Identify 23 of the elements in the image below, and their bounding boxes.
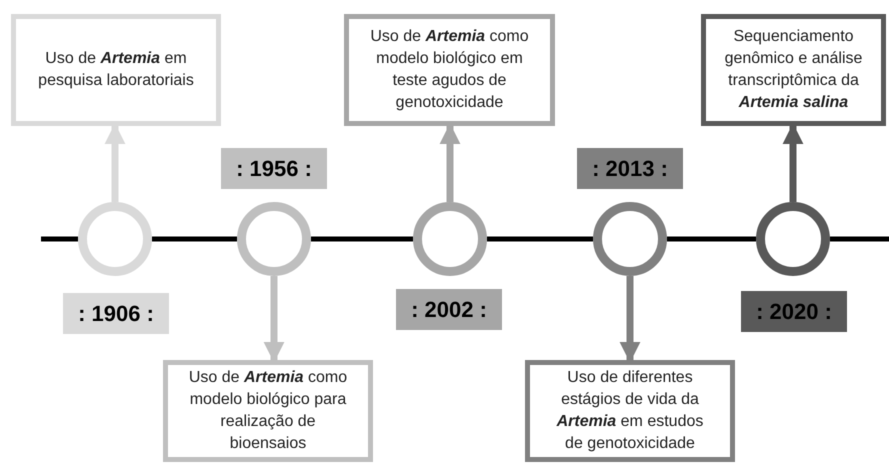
timeline-line <box>667 236 756 242</box>
event-text: Uso de Artemia em pesquisa laboratoriais <box>37 49 195 91</box>
event-text: Uso de Artemia como modelo biológico em teste agudos de genotoxicidade <box>369 27 530 113</box>
event-box <box>163 360 373 462</box>
timeline-line <box>830 236 889 242</box>
event-box <box>344 14 555 126</box>
timeline-line <box>152 236 237 242</box>
year-label: : 2002 : <box>396 289 502 330</box>
event-box <box>701 14 886 126</box>
arrow <box>620 276 640 363</box>
event-box <box>11 14 221 126</box>
event-text: Uso de Artemia como modelo biológico para realização de bioensaios <box>188 368 348 454</box>
timeline-line <box>311 236 413 242</box>
event-box <box>525 360 735 462</box>
timeline-line <box>41 236 78 242</box>
year-label: : 2013 : <box>577 148 683 189</box>
year-label: : 2020 : <box>741 291 847 332</box>
arrow <box>264 276 284 363</box>
year-label: : 1906 : <box>63 293 169 334</box>
timeline-line <box>487 236 593 242</box>
year-label: : 1956 : <box>221 148 327 189</box>
event-text: Sequenciamento genômico e análise transcriptômica da Artemia salina <box>724 27 864 113</box>
event-text: Uso de diferentes estágios de vida da Artemia em estudos de genotoxicidade <box>556 368 704 454</box>
